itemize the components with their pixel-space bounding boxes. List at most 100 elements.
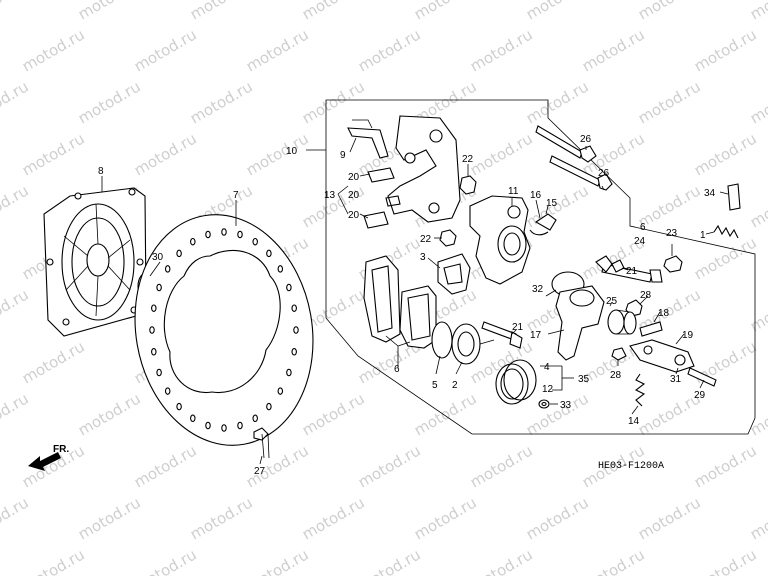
callout-19: 19 xyxy=(682,330,694,341)
washer xyxy=(538,399,550,409)
disc-vent-hole xyxy=(277,387,284,395)
drawing-code: HE03-F1200A xyxy=(598,461,664,472)
callout-6-rod: 6 xyxy=(640,222,646,233)
disc-vent-hole xyxy=(190,414,196,423)
callout-31: 31 xyxy=(670,374,682,385)
callout-34: 34 xyxy=(704,188,716,199)
front-direction-arrow: FR. xyxy=(28,444,69,471)
watermark-text: motod.ru xyxy=(355,545,424,576)
callout-11: 11 xyxy=(508,186,519,197)
watermark-text: motod.ru xyxy=(187,493,256,543)
disc-vent-hole xyxy=(176,249,182,258)
watermark-text: motod.ru xyxy=(747,285,768,335)
watermark-text: motod.ru xyxy=(19,337,88,387)
callout-21-mid: 21 xyxy=(512,322,524,333)
piston-and-seal xyxy=(431,321,495,365)
disc-vent-hole xyxy=(205,421,211,430)
callout-13: 13 xyxy=(324,190,336,201)
disc-vent-hole xyxy=(252,237,258,246)
callout-labels: 8 7 30 10 9 20 13 20 20 22 22 11 16 15 3… xyxy=(98,134,716,477)
watermark-text: motod.ru xyxy=(299,0,368,23)
callout-33: 33 xyxy=(560,400,572,411)
caliper-assembly-outline xyxy=(325,99,756,435)
watermark-text: motod.ru xyxy=(75,77,144,127)
pad-spring xyxy=(437,253,471,295)
callout-23: 23 xyxy=(666,228,678,239)
disc-vent-hole xyxy=(221,228,227,236)
watermark-text: motod.ru xyxy=(131,25,200,75)
brake-pad-inner xyxy=(399,285,437,349)
watermark-text: motod.ru xyxy=(523,389,592,439)
collar-bushing xyxy=(607,309,637,335)
adjuster-nut xyxy=(611,259,625,273)
disc-vent-hole xyxy=(277,265,284,273)
watermark-text: motod.ru xyxy=(579,545,648,576)
callout-26-lower: 26 xyxy=(598,168,610,179)
disc-vent-hole xyxy=(164,265,171,273)
pivot-pin xyxy=(639,321,663,337)
watermark-text: motod.ru xyxy=(131,129,200,179)
watermark-text: motod.ru xyxy=(131,441,200,491)
watermark-text: motod.ru xyxy=(19,129,88,179)
watermark-text: motod.ru xyxy=(523,0,592,23)
brake-disc xyxy=(134,214,314,446)
watermark-text: motod.ru xyxy=(243,545,312,576)
link-bolt xyxy=(687,367,717,387)
callout-6-pad: 6 xyxy=(394,364,400,375)
disc-vent-holes xyxy=(149,228,299,432)
pad-spring-clips xyxy=(363,167,401,229)
watermark-text: motod.ru xyxy=(0,77,32,127)
disc-vent-hole xyxy=(291,348,297,356)
caliper-bracket xyxy=(387,115,461,223)
watermark-text: motod.ru xyxy=(299,493,368,543)
disc-vent-hole xyxy=(286,368,292,377)
callout-9: 9 xyxy=(340,150,346,161)
watermark-text: motod.ru xyxy=(0,493,32,543)
callout-20-top: 20 xyxy=(348,172,360,183)
callout-1: 1 xyxy=(700,230,706,241)
disc-vent-hole xyxy=(205,230,211,239)
leader-lines xyxy=(101,137,729,465)
slide-pin xyxy=(481,321,523,349)
watermark-text: motod.ru xyxy=(467,129,536,179)
watermark-text: motod.ru xyxy=(411,493,480,543)
callout-20-middle: 20 xyxy=(348,190,360,201)
disc-bolt xyxy=(253,427,270,459)
watermark-text: motod.ru xyxy=(747,493,768,543)
watermark-text: motod.ru xyxy=(691,441,760,491)
disc-vent-hole xyxy=(164,387,171,395)
caliper-mount-bolts xyxy=(535,125,613,191)
caliper-body xyxy=(469,195,531,285)
pin-cap xyxy=(727,183,741,211)
callout-18: 18 xyxy=(658,308,670,319)
watermark-text: motod.ru xyxy=(0,389,32,439)
pad-retainer-clip xyxy=(347,119,389,159)
watermark-text: motod.ru xyxy=(299,389,368,439)
callout-8: 8 xyxy=(98,166,104,177)
callout-2: 2 xyxy=(452,380,458,391)
watermark-text: motod.ru xyxy=(691,545,760,576)
callout-3: 3 xyxy=(420,252,426,263)
watermark-text: motod.ru xyxy=(691,25,760,75)
disc-vent-hole xyxy=(156,283,162,292)
watermark-text: motod.ru xyxy=(635,493,704,543)
watermark-text: motod.ru xyxy=(243,25,312,75)
callout-14: 14 xyxy=(628,416,640,427)
callout-21-upper: 21 xyxy=(626,266,638,277)
callout-35: 35 xyxy=(578,374,590,385)
bleeder-nut xyxy=(459,175,477,195)
callout-32: 32 xyxy=(532,284,544,295)
disc-vent-hole xyxy=(293,326,299,334)
watermark-text: motod.ru xyxy=(747,0,768,23)
callout-12: 12 xyxy=(542,384,554,395)
watermark-text: motod.ru xyxy=(523,493,592,543)
watermark-text: motod.ru xyxy=(579,25,648,75)
callout-25: 25 xyxy=(606,296,618,307)
watermark-text: motod.ru xyxy=(467,545,536,576)
watermark-text: motod.ru xyxy=(187,77,256,127)
callout-30: 30 xyxy=(152,252,164,263)
front-direction-label: FR. xyxy=(53,444,69,455)
watermark-text: motod.ru xyxy=(467,441,536,491)
disc-vent-hole xyxy=(291,304,297,312)
